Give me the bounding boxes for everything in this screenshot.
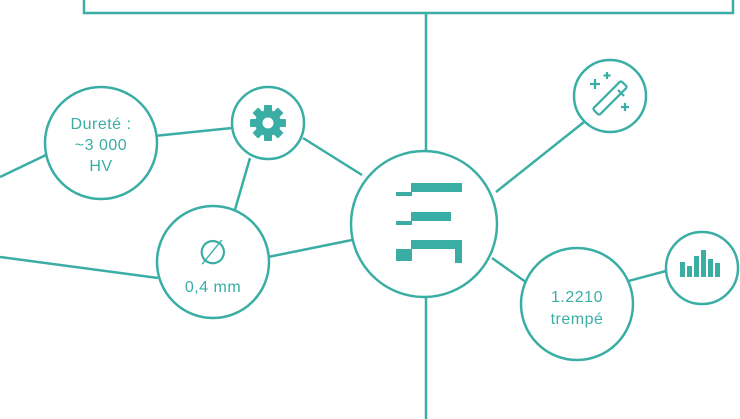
top-frame-line bbox=[82, 0, 735, 15]
node-steel-circle bbox=[519, 246, 635, 362]
hardness-line-3: HV bbox=[89, 158, 112, 175]
node-hardness: Dureté : ~3 000 HV bbox=[43, 85, 159, 201]
hardness-line-1: Dureté : bbox=[71, 116, 132, 133]
node-hardness-circle bbox=[43, 85, 159, 201]
edge-center-steel bbox=[491, 256, 531, 287]
diameter-label: 0,4 mm bbox=[185, 279, 241, 296]
nails-icon bbox=[396, 183, 462, 263]
edge-center-wand bbox=[495, 121, 585, 193]
node-magic-circle bbox=[572, 58, 648, 134]
diameter-symbol: ∅ bbox=[198, 234, 228, 272]
node-stats bbox=[664, 230, 740, 306]
magic-wand-icon bbox=[590, 72, 629, 116]
node-magic bbox=[572, 58, 648, 134]
steel-line-2: trempé bbox=[551, 311, 604, 328]
hardness-line-2: ~3 000 bbox=[75, 137, 127, 154]
edge-diameter-center bbox=[267, 238, 353, 259]
edge-gear-center bbox=[302, 136, 363, 177]
node-center bbox=[349, 149, 499, 299]
edge-hardness-gear bbox=[153, 126, 233, 138]
node-settings bbox=[230, 85, 306, 161]
edge-left-hardness bbox=[0, 153, 47, 179]
steel-line-1: 1.2210 bbox=[551, 289, 603, 306]
node-steel: 1.2210 trempé bbox=[519, 246, 635, 362]
gear-icon bbox=[250, 105, 286, 141]
node-center-circle bbox=[349, 149, 499, 299]
edge-left-diameter bbox=[0, 255, 159, 280]
bar-chart-icon bbox=[680, 250, 720, 277]
node-diameter: ∅ 0,4 mm bbox=[155, 204, 271, 320]
node-diameter-circle bbox=[155, 204, 271, 320]
